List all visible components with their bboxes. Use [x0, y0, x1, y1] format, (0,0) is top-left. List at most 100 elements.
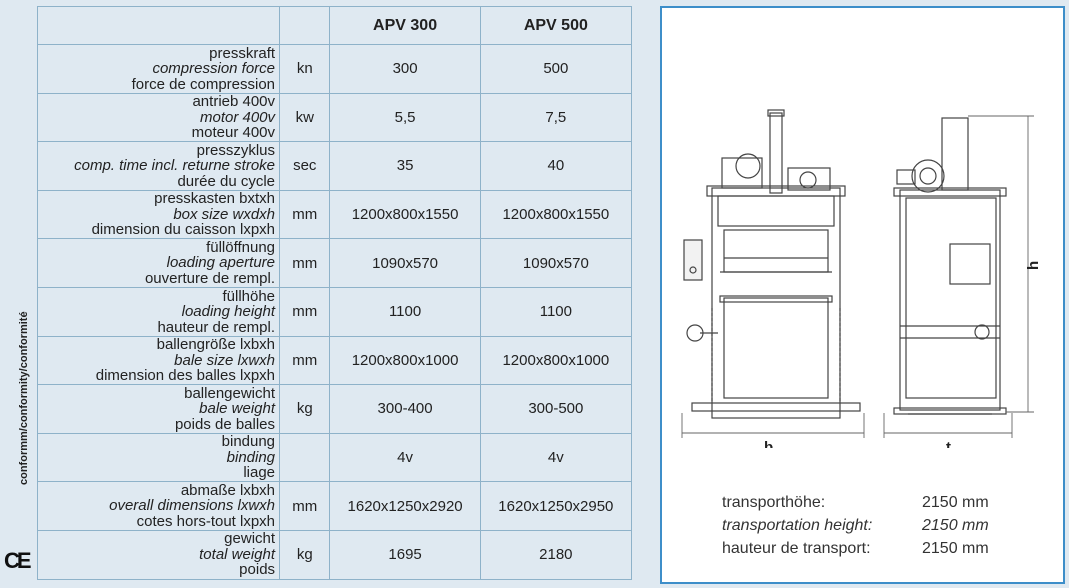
- label-en: binding: [226, 448, 276, 466]
- apv500-value: 7,5: [479, 92, 633, 143]
- label-de: presskasten bxtxh: [154, 190, 276, 208]
- conformity-sidebar: conformm/conformity/conformité CE: [0, 0, 36, 588]
- apv500-value: 1620x1250x2950: [479, 481, 633, 531]
- label-fr: moteur 400v: [191, 124, 276, 142]
- label-en: bale weight: [199, 400, 276, 418]
- label-en: loading height: [181, 303, 276, 321]
- transport-value-en: 2150 mm: [922, 517, 989, 534]
- transport-value-de: 2150 mm: [922, 494, 989, 511]
- apv300-value: 5,5: [329, 92, 481, 143]
- apv300-value: 4v: [329, 432, 481, 483]
- transport-label-fr: hauteur de transport:: [722, 540, 871, 557]
- unit-cell: mm: [279, 335, 331, 386]
- label-en: total weight: [199, 545, 276, 563]
- apv500-value: 500: [479, 44, 633, 94]
- apv300-value: 35: [329, 141, 481, 191]
- unit-cell: kw: [279, 92, 331, 143]
- apv300-value: 300: [329, 44, 481, 94]
- label-fr: force de compression: [131, 75, 276, 93]
- apv300-value: 1100: [329, 286, 481, 337]
- unit-cell: sec: [279, 141, 331, 191]
- ce-mark-icon: CE: [4, 548, 32, 573]
- apv500-value: 1090x570: [479, 238, 633, 288]
- label-fr: dimension des balles lxpxh: [95, 367, 276, 385]
- apv300-value: 1200x800x1000: [329, 335, 481, 386]
- label-en: bale size lxwxh: [174, 351, 276, 369]
- apv500-value: 1200x800x1000: [479, 335, 633, 386]
- apv500-value: 4v: [479, 432, 633, 483]
- unit-cell: mm: [279, 238, 331, 288]
- label-en: comp. time incl. returne stroke: [74, 157, 276, 175]
- transport-value-fr: 2150 mm: [922, 540, 989, 557]
- label-de: füllöffnung: [206, 238, 276, 256]
- side-view-illustration: [893, 117, 1007, 415]
- unit-cell: kg: [279, 384, 331, 434]
- apv300-value: 1695: [329, 529, 481, 580]
- unit-cell: mm: [279, 189, 331, 240]
- apv500-value: 300-500: [479, 384, 633, 434]
- label-de: füllhöhe: [222, 287, 276, 305]
- unit-cell: mm: [279, 481, 331, 531]
- header-apv500: APV 500: [479, 6, 633, 45]
- baler-drawing: b t h: [681, 109, 1042, 448]
- apv500-value: 1100: [479, 286, 633, 337]
- apv500-value: 1200x800x1550: [479, 189, 633, 240]
- transport-label-en: transportation height:: [722, 517, 873, 534]
- label-de: antrieb 400v: [192, 93, 276, 111]
- label-de: bindung: [221, 433, 276, 451]
- apv500-value: 40: [479, 141, 633, 191]
- label-en: loading aperture: [166, 254, 276, 272]
- unit-cell: kg: [279, 529, 331, 580]
- label-fr: dimension du caisson lxpxh: [91, 221, 276, 239]
- apv300-value: 1620x1250x2920: [329, 481, 481, 531]
- header-label-cell: [36, 6, 281, 45]
- conformity-text: conformm/conformity/conformité: [18, 311, 30, 485]
- label-fr: hauteur de rempl.: [157, 318, 276, 336]
- apv300-value: 1200x800x1550: [329, 189, 481, 240]
- label-en: motor 400v: [199, 108, 276, 126]
- apv300-value: 300-400: [329, 384, 481, 434]
- technical-drawing-panel: b t h transporthöhe: 2150 mm transportat…: [660, 6, 1065, 584]
- dimension-label-b: b: [764, 439, 773, 448]
- table-header-row: APV 300 APV 500: [36, 6, 633, 45]
- label-fr: cotes hors-tout lxpxh: [136, 512, 276, 530]
- dimension-lines: [681, 115, 1034, 438]
- label-fr: poids de balles: [174, 415, 276, 433]
- apv500-value: 2180: [479, 529, 633, 580]
- header-unit-cell: [279, 6, 331, 45]
- dimension-label-h: h: [1025, 261, 1042, 270]
- label-en: compression force: [152, 60, 276, 78]
- label-fr: durée du cycle: [177, 172, 276, 190]
- label-fr: poids: [239, 561, 276, 579]
- label-en: box size wxdxh: [173, 205, 276, 223]
- transport-label-de: transporthöhe:: [722, 494, 826, 511]
- label-de: ballengröße lxbxh: [156, 336, 276, 354]
- label-de: ballengewicht: [184, 384, 276, 402]
- label-de: abmaße lxbxh: [180, 481, 276, 499]
- label-de: presskraft: [209, 44, 276, 62]
- label-de: presszyklus: [196, 141, 276, 159]
